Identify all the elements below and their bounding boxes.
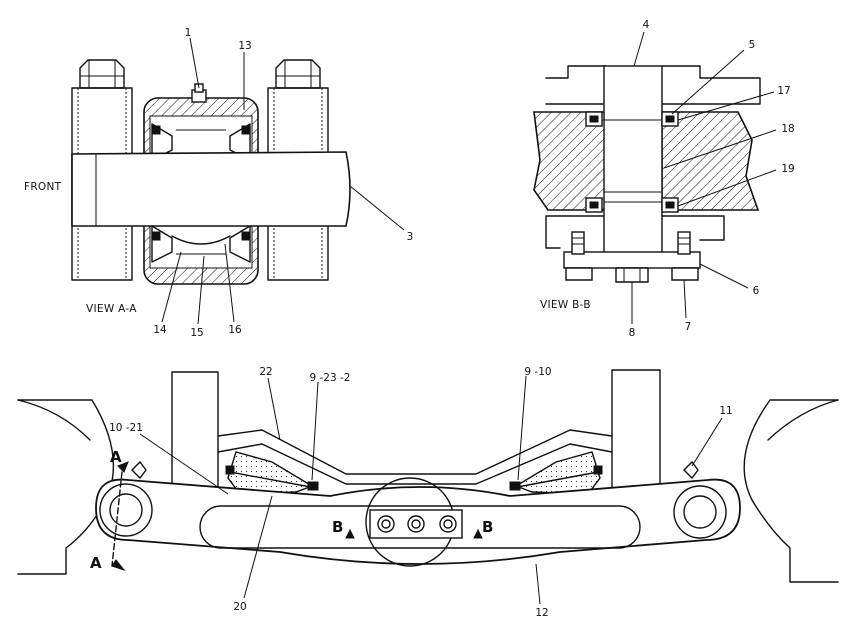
leader-9-10 bbox=[517, 375, 527, 481]
callout-17: 17 bbox=[777, 85, 790, 97]
top-frame-left bbox=[545, 65, 607, 105]
leader-7 bbox=[683, 279, 687, 319]
center-block bbox=[369, 509, 463, 539]
bar-slot bbox=[199, 505, 641, 549]
callout-6: 6 bbox=[753, 285, 760, 297]
callout-18: 18 bbox=[781, 123, 794, 135]
lower-frame bbox=[545, 215, 725, 249]
right-frame bbox=[743, 399, 839, 583]
callout-12: 12 bbox=[535, 607, 548, 619]
leader-12 bbox=[535, 563, 541, 605]
top-frame-right bbox=[661, 65, 761, 105]
leader-16 bbox=[224, 243, 235, 323]
callout-22: 22 bbox=[259, 366, 272, 378]
bolt-right bbox=[677, 231, 691, 255]
upper-beam bbox=[217, 429, 613, 475]
pad-right bbox=[514, 451, 601, 495]
equalizer-assembly: A A B B 22 9 -23 -2 9 -10 10 -21 11 20 1… bbox=[17, 366, 839, 619]
callout-19: 19 bbox=[781, 163, 794, 175]
leader-15 bbox=[197, 255, 205, 325]
section-mark-a-top: A bbox=[110, 448, 122, 466]
leader-1 bbox=[189, 37, 200, 89]
callout-3: 3 bbox=[407, 231, 414, 243]
left-frame bbox=[17, 399, 115, 575]
leader-3 bbox=[349, 185, 405, 231]
callout-9-10: 9 -10 bbox=[524, 366, 551, 378]
frame-post-right bbox=[611, 369, 661, 495]
center-bolt-head bbox=[615, 267, 649, 283]
leader-5 bbox=[671, 49, 745, 115]
callout-13: 13 bbox=[238, 40, 251, 52]
section-mark-b-right: B bbox=[482, 518, 493, 536]
lower-ring bbox=[171, 235, 231, 245]
callout-9-23-2: 9 -23 -2 bbox=[310, 372, 351, 384]
frame-post-left bbox=[171, 371, 219, 493]
leader-20 bbox=[243, 495, 273, 599]
right-end-bearing bbox=[673, 485, 727, 539]
leader-22 bbox=[267, 377, 281, 441]
leader-6 bbox=[699, 263, 749, 289]
rod-right bbox=[511, 471, 599, 489]
callout-8: 8 bbox=[629, 327, 636, 339]
left-end-bearing bbox=[99, 483, 153, 537]
callout-1: 1 bbox=[185, 27, 192, 39]
leader-10-21 bbox=[139, 433, 229, 495]
rod-left bbox=[229, 471, 317, 489]
pad-left bbox=[227, 451, 314, 495]
callout-7: 7 bbox=[685, 321, 692, 333]
callout-15: 15 bbox=[190, 327, 203, 339]
leader-19 bbox=[677, 169, 777, 207]
callout-4: 4 bbox=[643, 19, 650, 31]
view-a-caption: VIEW A-A bbox=[86, 303, 137, 315]
callout-20: 20 bbox=[233, 601, 246, 613]
leader-11 bbox=[691, 417, 723, 467]
leader-9-23-2 bbox=[311, 381, 319, 481]
section-mark-b-left: B bbox=[332, 518, 343, 536]
view-a-a: 1 13 3 14 15 16 FRONT VIEW A-A bbox=[24, 27, 413, 339]
leader-4 bbox=[633, 31, 645, 67]
leader-17 bbox=[677, 91, 775, 121]
callout-11: 11 bbox=[719, 405, 732, 417]
leader-18 bbox=[663, 129, 777, 169]
leader-14 bbox=[161, 251, 182, 323]
section-line-a bbox=[111, 471, 123, 567]
front-label: FRONT bbox=[24, 181, 62, 193]
pin bbox=[603, 65, 663, 261]
bolt-left bbox=[571, 231, 585, 255]
callout-5: 5 bbox=[749, 39, 756, 51]
callout-10-21: 10 -21 bbox=[109, 422, 143, 434]
callout-14: 14 bbox=[153, 324, 167, 336]
view-b-caption: VIEW B-B bbox=[540, 299, 591, 311]
callout-16: 16 bbox=[228, 324, 242, 336]
section-mark-a-bottom: A bbox=[90, 554, 102, 572]
view-b-b: 4 5 17 18 19 6 7 8 VIEW B-B bbox=[533, 19, 795, 339]
shaft bbox=[71, 151, 351, 227]
